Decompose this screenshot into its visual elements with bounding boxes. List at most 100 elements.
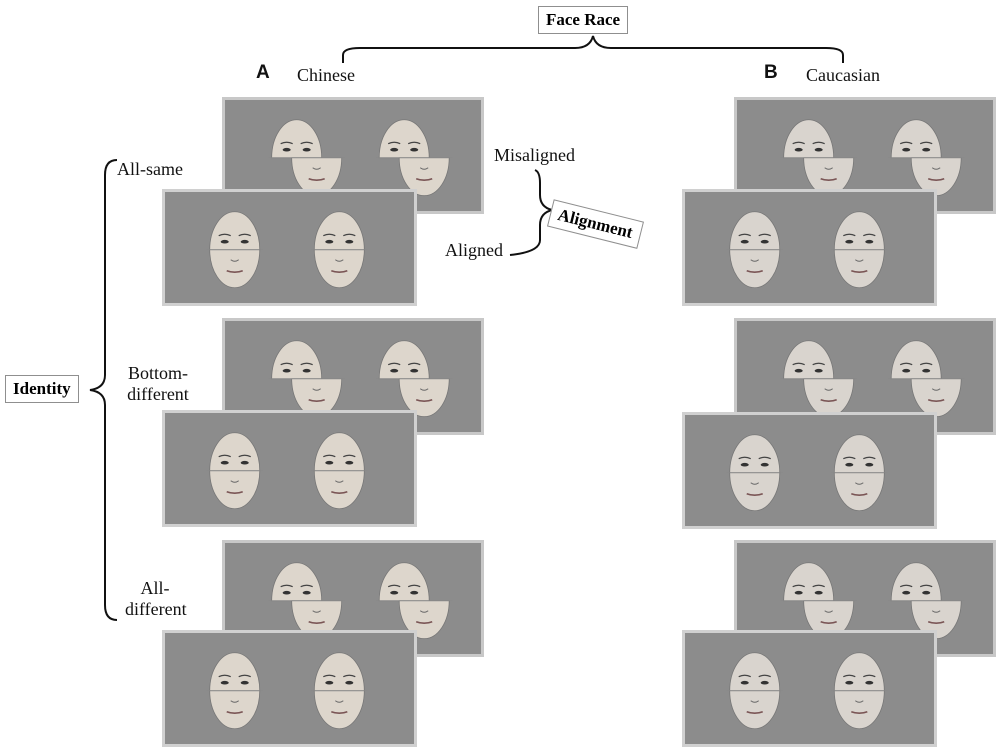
eye <box>220 239 229 244</box>
face-bottom-half <box>313 690 365 730</box>
composite-face-1 <box>780 340 857 418</box>
mouth <box>927 398 945 403</box>
eye <box>345 460 354 465</box>
eye <box>922 590 931 595</box>
mouth <box>820 398 837 403</box>
eyebrow <box>843 674 856 678</box>
nose <box>312 167 321 170</box>
aligned-stimulus-caucasian-bottom <box>682 412 937 529</box>
eyebrow <box>863 233 876 237</box>
eye <box>282 147 291 152</box>
misaligned-stimulus-chinese-same <box>222 97 484 214</box>
face-pair <box>206 211 368 289</box>
eye <box>240 239 249 244</box>
face-top-half <box>271 340 323 380</box>
eyebrow <box>238 454 251 458</box>
eyebrow <box>758 233 771 237</box>
aligned-label: Aligned <box>445 240 503 260</box>
eye <box>760 680 769 685</box>
eyebrow <box>343 233 356 237</box>
eye <box>410 368 419 373</box>
eye <box>325 239 334 244</box>
eye <box>814 147 823 152</box>
mouth <box>331 710 348 715</box>
face-bottom-half <box>313 249 365 289</box>
eyebrow <box>280 362 293 366</box>
eyebrow <box>792 141 805 145</box>
mouth <box>415 398 433 403</box>
aligned-stimulus-caucasian-diff <box>682 630 937 747</box>
all-same-label: All-same <box>117 159 183 179</box>
composite-face-1 <box>206 432 263 510</box>
face-top-half <box>378 562 430 602</box>
eyebrow <box>238 233 251 237</box>
eyebrow <box>323 233 336 237</box>
face-top-half <box>729 211 781 251</box>
mouth <box>331 269 348 274</box>
eyebrow <box>280 584 293 588</box>
eye <box>282 590 291 595</box>
eye <box>302 368 311 373</box>
face-bottom-half <box>729 472 781 512</box>
face-top-half <box>313 652 365 692</box>
mouth <box>746 492 764 497</box>
eyebrow <box>300 584 313 588</box>
face-bottom-half <box>833 249 885 289</box>
nose <box>335 259 344 262</box>
face-top-half <box>783 340 835 380</box>
composite-face-2 <box>888 119 965 197</box>
composite-face-2 <box>831 211 888 289</box>
composite-face-2 <box>311 211 368 289</box>
eyebrow <box>919 141 933 145</box>
eyebrow <box>812 141 825 145</box>
face-bottom-half <box>209 249 261 289</box>
composite-face-2 <box>376 119 453 197</box>
bottom-different-line2: different <box>127 384 189 404</box>
composite-face-1 <box>726 652 783 730</box>
face-top-half <box>890 119 942 159</box>
eyebrow <box>387 362 401 366</box>
eye <box>390 368 399 373</box>
eye <box>740 239 749 244</box>
composite-face-1 <box>780 119 857 197</box>
eye <box>325 460 334 465</box>
nose <box>931 167 941 170</box>
face-bottom-half <box>910 378 962 418</box>
nose <box>312 388 321 391</box>
face-pair <box>726 434 888 512</box>
eyebrow <box>407 141 421 145</box>
nose <box>824 388 833 391</box>
eye <box>845 680 854 685</box>
all-different-line1: All- <box>140 578 170 598</box>
eye <box>220 680 229 685</box>
face-top-half <box>313 211 365 251</box>
mouth <box>927 177 945 182</box>
aligned-stimulus-chinese-bottom <box>162 410 417 527</box>
eyebrow <box>323 454 336 458</box>
eyebrow <box>758 456 771 460</box>
eye <box>282 368 291 373</box>
eye <box>740 462 749 467</box>
face-pair <box>206 432 368 510</box>
eye <box>902 368 911 373</box>
nose <box>230 700 240 703</box>
mouth <box>308 177 325 182</box>
nose <box>312 610 321 613</box>
eyebrow <box>863 674 876 678</box>
face-bottom-half <box>833 472 885 512</box>
eyebrow <box>407 584 421 588</box>
face-top-half <box>209 652 261 692</box>
eyebrow <box>323 674 336 678</box>
face-bottom-half <box>313 470 365 510</box>
face-bottom-half <box>729 690 781 730</box>
eye <box>760 462 769 467</box>
mouth <box>415 620 433 625</box>
bottom-different-line1: Bottom- <box>127 363 188 383</box>
eyebrow <box>919 362 933 366</box>
face-pair <box>780 340 965 418</box>
eyebrow <box>387 141 401 145</box>
nose <box>419 167 429 170</box>
eye <box>240 460 249 465</box>
panel-b-letter: B <box>764 62 778 83</box>
composite-face-1 <box>726 434 783 512</box>
